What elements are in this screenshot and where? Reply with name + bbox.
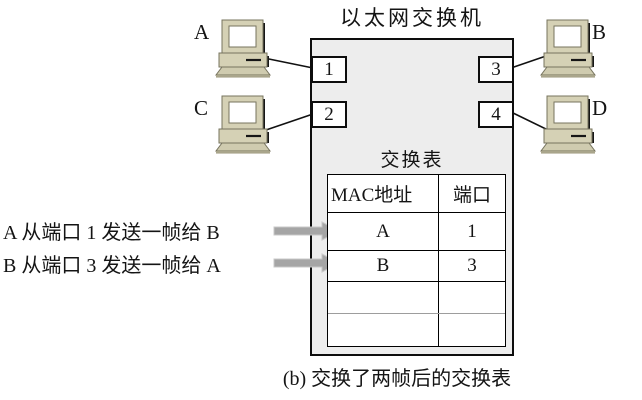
annotation-frame-2: B 从端口 3 发送一帧给 A: [3, 255, 221, 277]
port-header: 端口: [452, 185, 491, 206]
mac-cell: [328, 282, 439, 313]
computer-c: C: [194, 94, 273, 156]
mac-address-header: MAC地址: [328, 175, 439, 212]
switching-table-header: MAC地址 端口: [328, 175, 505, 213]
table-row: B 3: [328, 251, 505, 282]
port-3: 3: [478, 56, 514, 83]
mac-cell: A: [328, 213, 439, 250]
host-label: D: [592, 96, 608, 120]
annotation-frame-1: A 从端口 1 发送一帧给 B: [3, 222, 220, 244]
port-cell: 3: [467, 255, 477, 276]
table-row: A 1: [328, 213, 505, 251]
computer-b: B: [540, 18, 606, 80]
host-label: B: [592, 20, 607, 44]
port-cell: [439, 314, 505, 346]
switching-table-title: 交换表: [380, 150, 444, 171]
mac-cell: [328, 314, 439, 346]
host-label: A: [194, 20, 210, 44]
computer-d: D: [540, 94, 607, 156]
computer-icon: [540, 19, 596, 78]
table-row: [328, 282, 505, 314]
computer-icon: [215, 95, 271, 154]
switching-table: MAC地址 端口 A 1 B 3: [327, 174, 506, 347]
host-label: C: [194, 96, 209, 120]
table-row: [328, 314, 505, 346]
diagram-title: 以太网交换机: [340, 6, 484, 30]
computer-icon: [215, 19, 271, 78]
port-2: 2: [311, 101, 347, 128]
port-cell: 1: [467, 220, 477, 242]
computer-a: A: [194, 18, 273, 80]
port-cell: [439, 282, 505, 313]
port-1: 1: [311, 56, 347, 83]
wire-c-to-port2: [265, 113, 314, 131]
port-4: 4: [478, 101, 514, 128]
computer-icon: [540, 95, 596, 154]
figure-caption: (b) 交换了两帧后的交换表: [282, 368, 512, 390]
mac-cell: B: [328, 251, 439, 281]
